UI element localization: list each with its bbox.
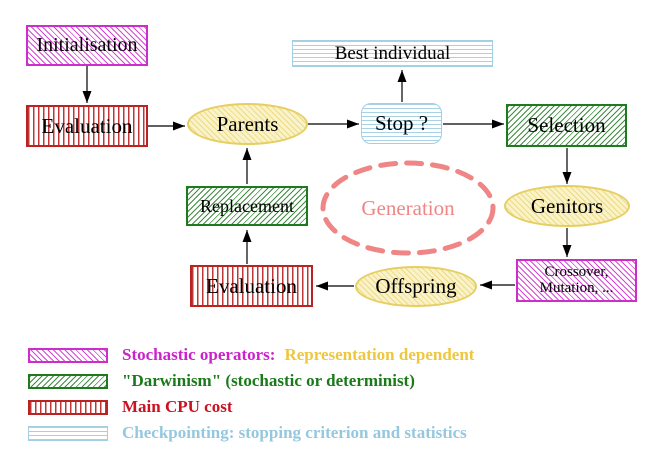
node-crossover-mutation: Crossover, Mutation, ...: [516, 259, 637, 302]
node-genitors: Genitors: [504, 185, 630, 227]
legend-label-stochastic: Stochastic operators:: [122, 345, 276, 364]
generation-label: Generation: [361, 195, 455, 220]
legend-swatch-green: [28, 373, 108, 389]
node-selection: Selection: [506, 104, 627, 147]
legend-item-stochastic-operators: Stochastic operators: Representation dep…: [28, 345, 475, 364]
legend-item-checkpointing: Checkpointing: stopping criterion and st…: [28, 423, 467, 442]
legend-label-cpu-cost: Main CPU cost: [122, 397, 233, 416]
legend-label-representation: Representation dependent: [284, 345, 475, 364]
node-best-individual: Best individual: [292, 40, 493, 67]
legend-label-darwinism: "Darwinism" (stochastic or determinist): [122, 371, 415, 390]
node-initialisation: Initialisation: [26, 25, 148, 66]
legend-item-cpu-cost: Main CPU cost: [28, 397, 233, 416]
node-stop: Stop ?: [361, 103, 442, 144]
node-parents: Parents: [187, 103, 308, 145]
node-evaluation-top: Evaluation: [26, 105, 148, 147]
legend-swatch-cyan: [28, 425, 108, 441]
node-evaluation-bottom: Evaluation: [190, 265, 313, 307]
legend-swatch-red: [28, 399, 108, 415]
legend-label-checkpointing: Checkpointing: stopping criterion and st…: [122, 423, 467, 442]
node-replacement: Replacement: [186, 186, 308, 226]
node-offspring: Offspring: [355, 266, 477, 307]
legend-swatch-magenta: [28, 347, 108, 363]
legend-item-darwinism: "Darwinism" (stochastic or determinist): [28, 371, 415, 390]
